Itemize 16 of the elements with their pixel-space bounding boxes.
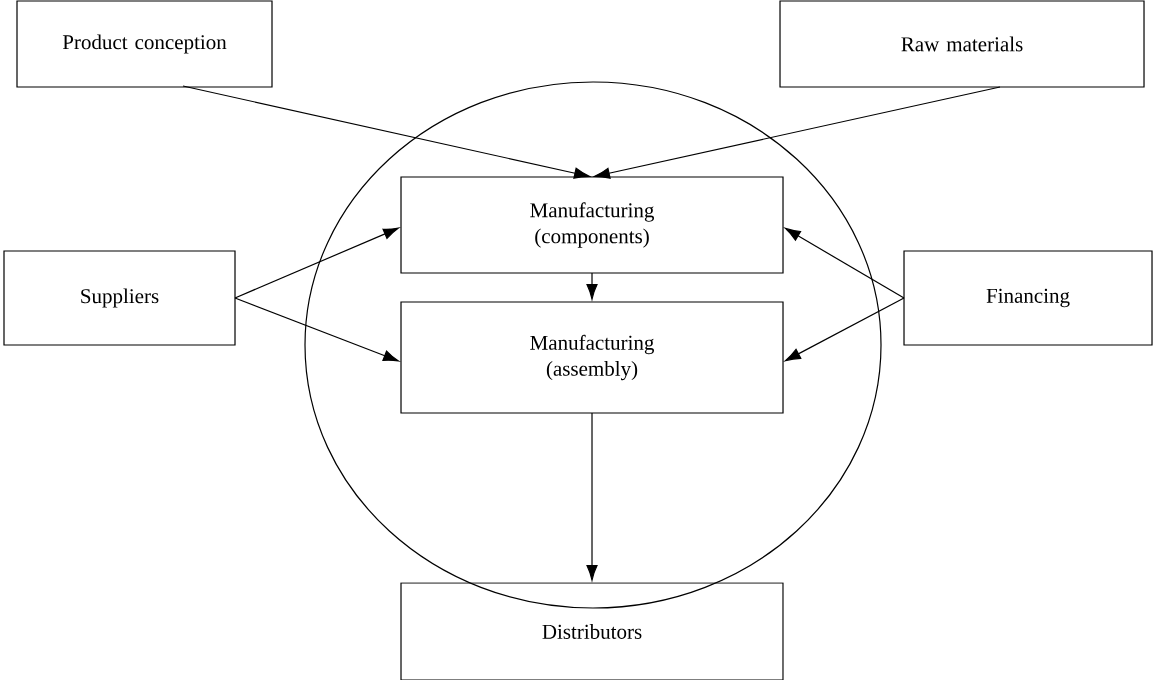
ellipse-outline [304,81,882,609]
arrow [182,85,590,179]
arrow [234,227,400,299]
process-box: Manufacturing (components) [400,176,784,274]
process-box: Suppliers [3,250,236,346]
arrow [784,227,905,299]
arrow [234,297,400,362]
arrow [784,297,905,362]
arrow [586,412,598,581]
process-box: Raw materials [779,0,1145,88]
process-box: Financing [903,250,1153,346]
arrow [594,86,1001,179]
process-box: Product conception [16,0,273,88]
arrow [586,272,598,300]
process-box: Manufacturing (assembly) [400,301,784,414]
process-box: Distributors [400,582,784,680]
